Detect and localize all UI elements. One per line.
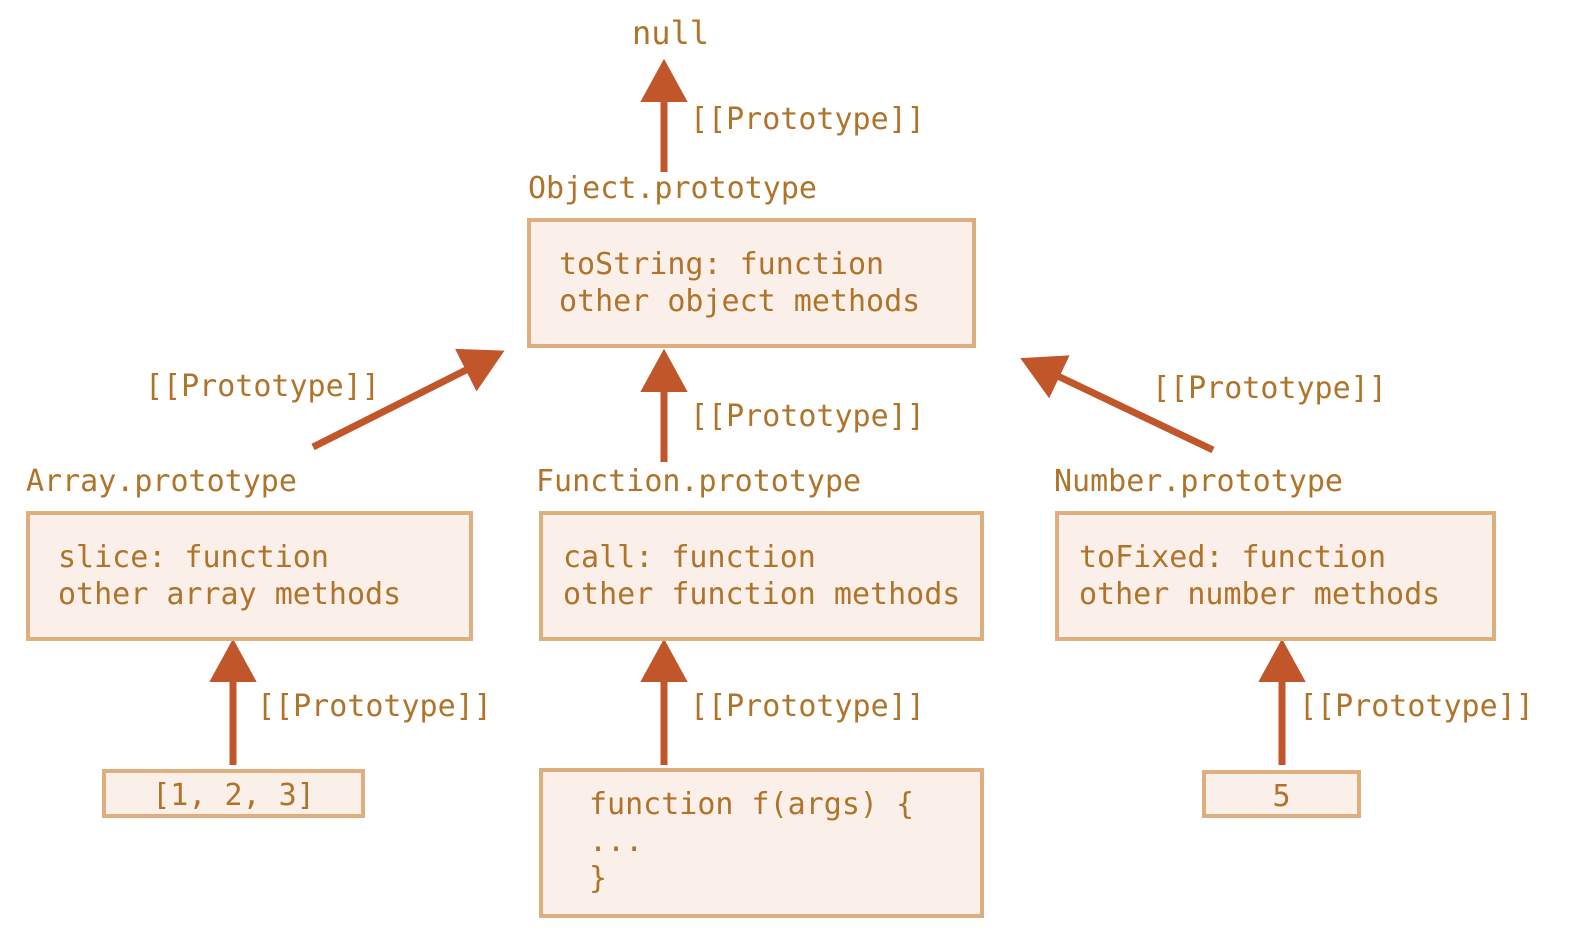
object-prototype-box: toString: function other object methods: [527, 218, 976, 348]
function-instance-box: function f(args) { ... }: [539, 768, 984, 918]
array-instance-box: [1, 2, 3]: [102, 769, 365, 818]
function-prototype-body: call: function other function methods: [563, 540, 961, 612]
number-instance-box: 5: [1202, 770, 1361, 818]
object-prototype-title: Object.prototype: [528, 171, 817, 206]
edge-label-number-to-object: [[Prototype]]: [1152, 371, 1387, 406]
edge-label-numberliteral-to-numberproto: [[Prototype]]: [1299, 689, 1534, 724]
function-prototype-title: Function.prototype: [536, 464, 862, 499]
edge-label-array-to-object: [[Prototype]]: [145, 369, 380, 404]
function-prototype-box: call: function other function methods: [539, 511, 984, 641]
array-prototype-body: slice: function other array methods: [58, 540, 402, 612]
number-prototype-body: toFixed: function other number methods: [1079, 540, 1441, 612]
object-prototype-body: toString: function other object methods: [559, 247, 921, 319]
edge-label-function-to-object: [[Prototype]]: [690, 399, 925, 434]
number-prototype-box: toFixed: function other number methods: [1055, 511, 1496, 641]
array-instance-body: [1, 2, 3]: [152, 778, 315, 813]
function-instance-body: function f(args) { ... }: [589, 787, 915, 896]
edge-label-arrayliteral-to-arrayproto: [[Prototype]]: [257, 689, 492, 724]
number-prototype-title: Number.prototype: [1054, 464, 1343, 499]
array-prototype-box: slice: function other array methods: [26, 511, 473, 641]
number-instance-body: 5: [1272, 779, 1291, 814]
array-prototype-title: Array.prototype: [26, 464, 297, 499]
edge-label-functionliteral-to-functionproto: [[Prototype]]: [690, 689, 925, 724]
null-root-label: null: [632, 14, 710, 52]
edge-label-object-to-null: [[Prototype]]: [690, 102, 925, 137]
